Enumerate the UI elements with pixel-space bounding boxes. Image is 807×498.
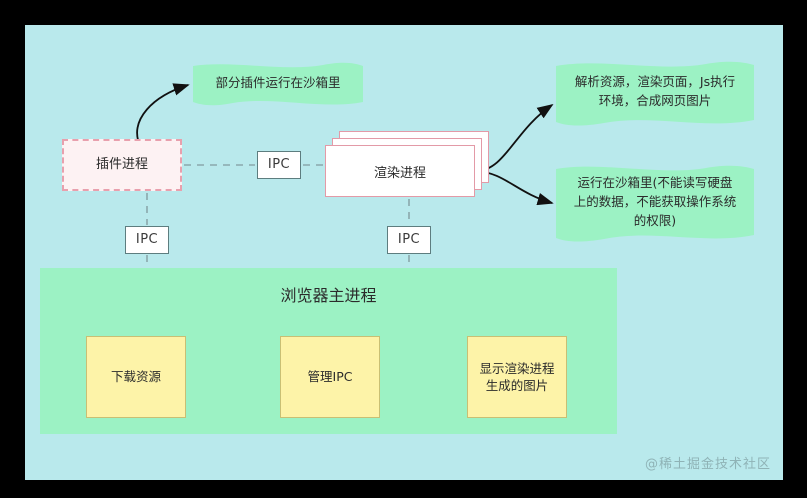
callout-wave-shape	[556, 61, 754, 126]
node-manage-ipc-label: 管理IPC	[307, 369, 353, 385]
callout-plugin-text: 部分插件运行在沙箱里	[215, 75, 341, 90]
node-ipc-middle[interactable]: IPC	[257, 151, 301, 179]
node-ipc-middle-label: IPC	[267, 157, 291, 173]
node-plugin-process-label: 插件进程	[95, 157, 148, 173]
callout-render-top-text: 解析资源，渲染页面，Js执行 环境，合成网页图片	[556, 73, 754, 111]
callout-render-bottom-line2: 上的数据，不能获取操作系统	[573, 193, 737, 209]
callout-render-capabilities: 解析资源，渲染页面，Js执行 环境，合成网页图片	[556, 58, 754, 128]
callout-render-bottom-line3: 的权限)	[633, 212, 677, 228]
callout-render-top-line2: 环境，合成网页图片	[598, 92, 712, 108]
node-plugin-process[interactable]: 插件进程	[62, 139, 182, 191]
node-render-process-label: 渲染进程	[373, 165, 426, 181]
node-download-resource[interactable]: 下载资源	[86, 336, 186, 418]
watermark: @稀土掘金技术社区	[644, 457, 771, 472]
node-download-resource-label: 下载资源	[110, 369, 161, 385]
node-browser-main-process[interactable]: 浏览器主进程 下载资源 管理IPC 显示渲染进程 生成的图片	[40, 268, 617, 434]
node-ipc-left-label: IPC	[135, 232, 159, 248]
node-ipc-right[interactable]: IPC	[387, 226, 431, 254]
callout-render-sandbox: 运行在沙箱里(不能读写硬盘 上的数据，不能获取操作系统 的权限)	[556, 161, 754, 245]
node-ipc-left[interactable]: IPC	[125, 226, 169, 254]
arrow-plugin-to-callout	[136, 83, 190, 141]
node-display-render-image[interactable]: 显示渲染进程 生成的图片	[467, 336, 567, 418]
callout-plugin-sandbox: 部分插件运行在沙箱里	[193, 60, 363, 108]
callout-render-bottom-line1: 运行在沙箱里(不能读写硬盘	[577, 175, 733, 190]
node-ipc-right-label: IPC	[397, 232, 421, 248]
callout-wave-shape	[556, 165, 754, 242]
browser-main-process-title: 浏览器主进程	[280, 286, 377, 305]
diagram-canvas: 部分插件运行在沙箱里 解析资源，渲染页面，Js执行 环境，合成网页图片 运行在沙…	[25, 25, 783, 480]
node-render-process[interactable]: 渲染进程	[325, 131, 489, 199]
callout-wave-shape	[193, 62, 363, 106]
callout-render-top-line1: 解析资源，渲染页面，Js执行	[574, 74, 736, 89]
render-process-layer-front: 渲染进程	[325, 145, 475, 197]
node-display-render-image-label: 显示渲染进程 生成的图片	[479, 360, 555, 394]
callout-render-bottom-text: 运行在沙箱里(不能读写硬盘 上的数据，不能获取操作系统 的权限)	[556, 174, 754, 230]
node-manage-ipc[interactable]: 管理IPC	[280, 336, 380, 418]
